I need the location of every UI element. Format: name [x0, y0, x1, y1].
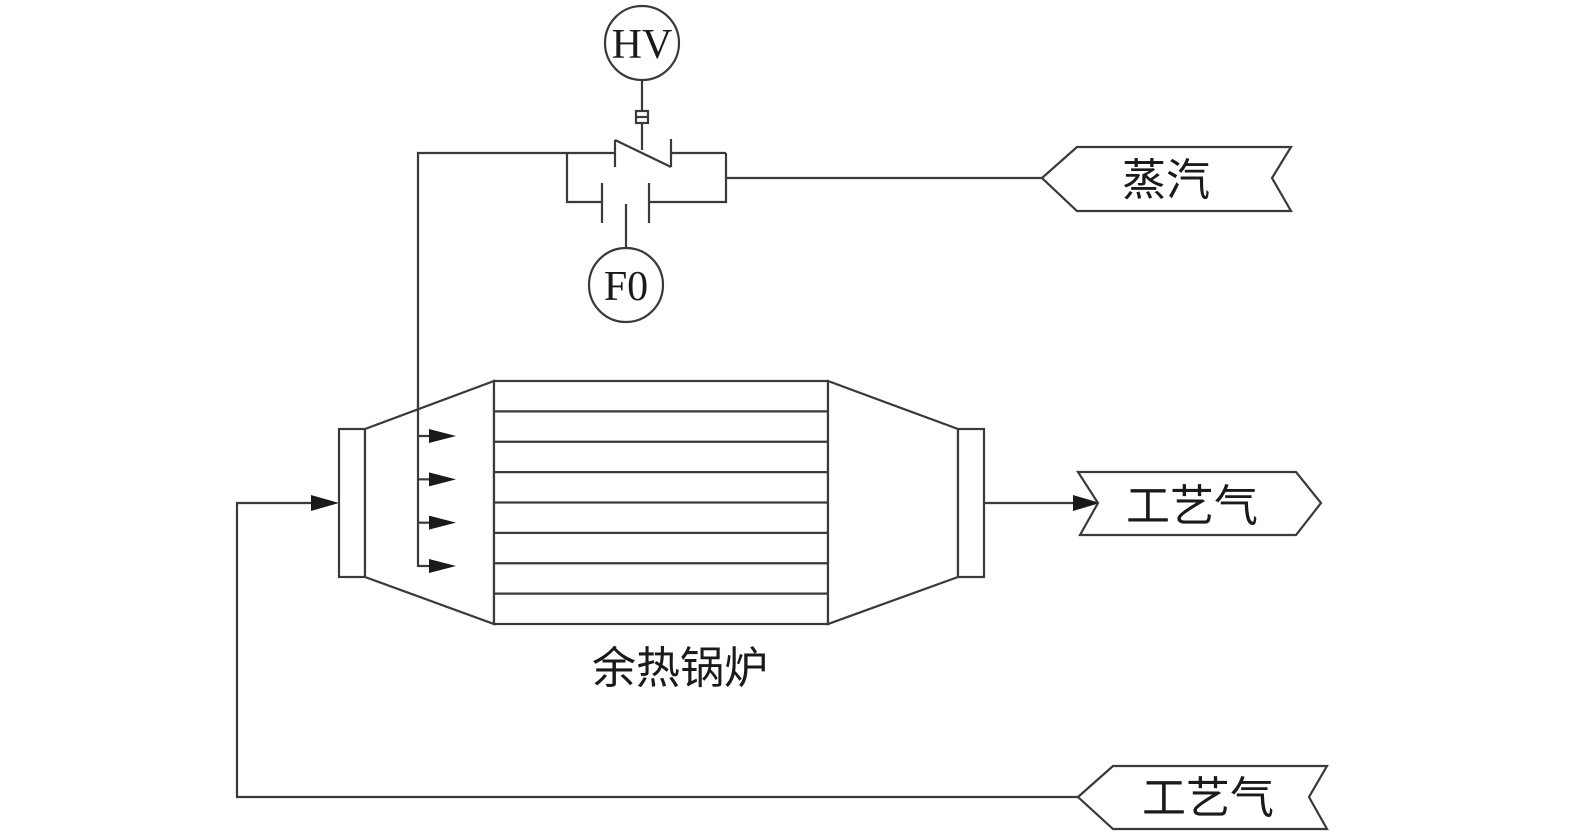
- steam-injection-arrow: [429, 429, 456, 443]
- bypass-left-pipe: [565, 153, 602, 204]
- f0-instrument-label: F0: [604, 264, 648, 310]
- control-valve-body: [614, 139, 672, 168]
- process-gas-outlet: 工艺气: [984, 470, 1323, 537]
- process-gas-outlet-arrow: [1073, 495, 1100, 511]
- boiler-tube-rows: [494, 410, 828, 595]
- process-gas-inlet: 工艺气: [235, 495, 1329, 831]
- process-gas-inlet-tag-label: 工艺气: [1142, 773, 1274, 824]
- steam-tag-label: 蒸汽: [1122, 155, 1210, 206]
- f0-instrument-circle: [587, 246, 665, 324]
- process-gas-outlet-tag-shape: [1075, 470, 1323, 537]
- process-gas-inlet-tag-shape: [1076, 764, 1329, 831]
- process-gas-outlet-tag-label: 工艺气: [1126, 481, 1258, 532]
- steam-tag: 蒸汽: [1040, 145, 1293, 213]
- steam-line: HV F0: [416, 4, 1042, 563]
- bypass-right-pipe: [649, 153, 728, 204]
- process-gas-inlet-pipe: [235, 501, 1078, 799]
- hv-instrument-label: HV: [612, 22, 673, 68]
- waste-heat-boiler: 余热锅炉: [337, 379, 986, 694]
- steam-injection-arrow: [429, 472, 456, 487]
- boiler-label: 余热锅炉: [592, 643, 768, 694]
- steam-injection-arrows: [418, 429, 456, 573]
- hv-instrument-circle: [603, 4, 681, 82]
- steam-tag-shape: [1040, 145, 1293, 213]
- process-gas-inlet-arrow: [311, 495, 339, 511]
- boiler-outlet-cone: [826, 379, 960, 626]
- boiler-inlet-flange: [337, 427, 367, 579]
- steam-injection-arrow: [429, 559, 456, 573]
- steam-injection-arrow: [429, 515, 456, 530]
- boiler-inlet-cone: [363, 379, 496, 626]
- boiler-outlet-flange: [956, 427, 986, 579]
